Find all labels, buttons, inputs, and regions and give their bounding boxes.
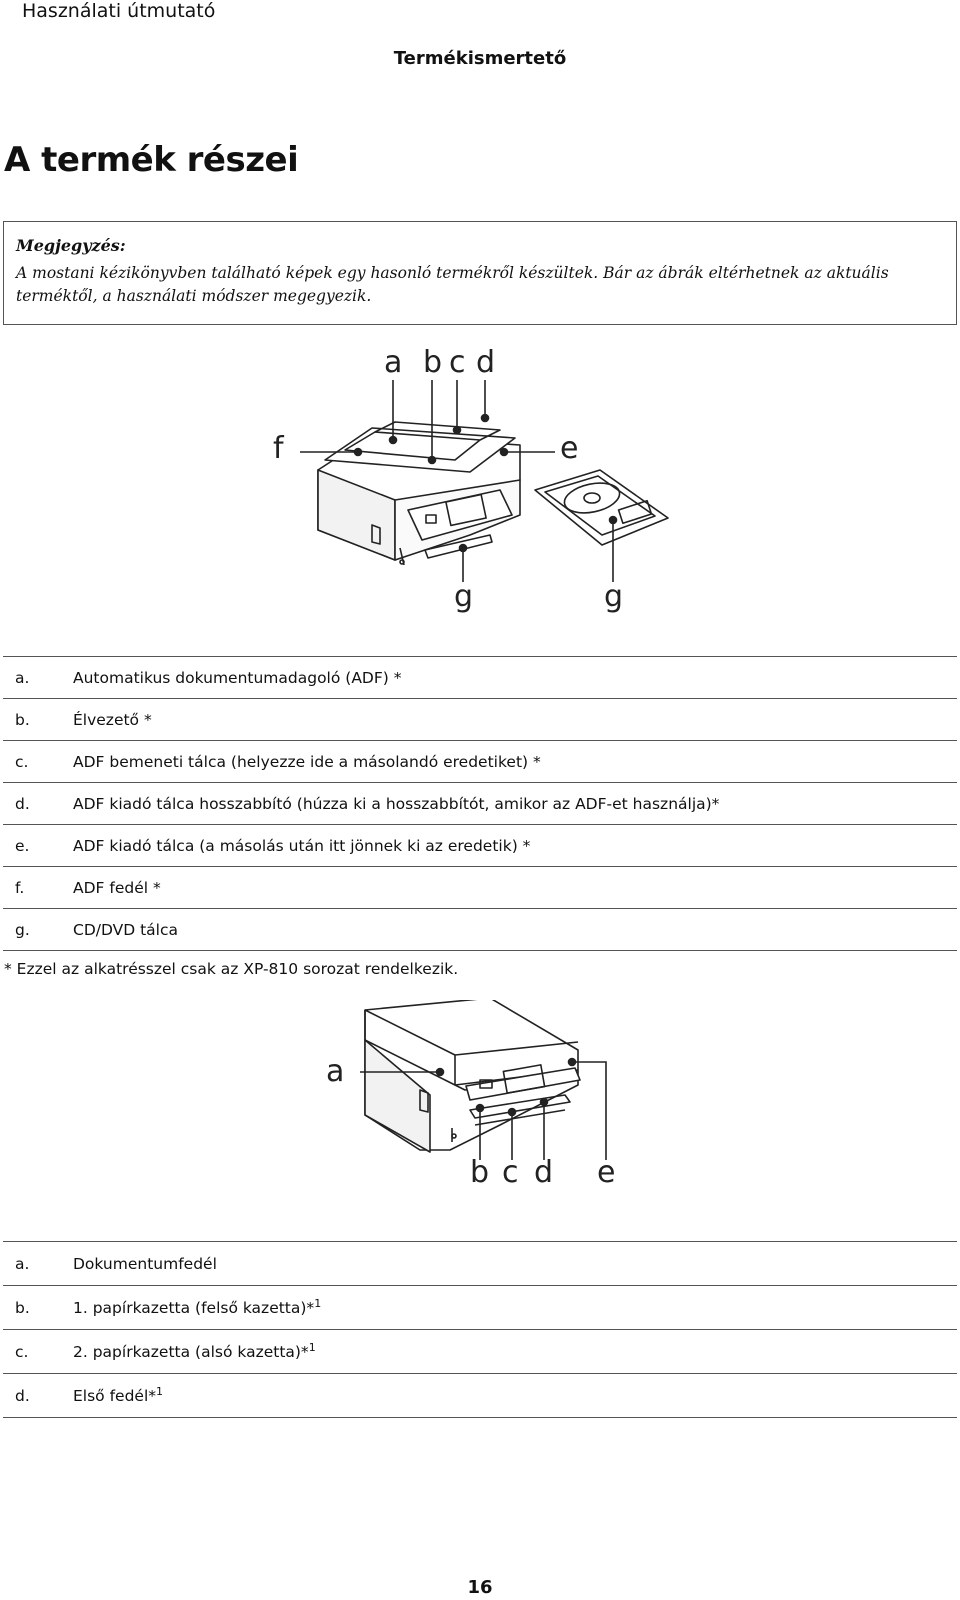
figure2-label-d: d [534, 1155, 554, 1190]
figure1-label-f: f [273, 431, 284, 466]
page-heading: A termék részei [4, 140, 299, 180]
figure1-label-g-printer: g [454, 579, 474, 614]
table-row: c.2. papírkazetta (alsó kazetta)*1 [3, 1329, 957, 1374]
row-letter: b. [3, 1285, 73, 1330]
row-letter: d. [3, 1373, 73, 1418]
figure2-label-c: c [502, 1155, 519, 1190]
section-title: Termékismertető [393, 48, 567, 69]
row-text: CD/DVD tálca [73, 908, 957, 951]
row-text: ADF fedél * [73, 866, 957, 909]
row-letter: a. [3, 1241, 73, 1286]
printer-figure-2: a b c d e [0, 1000, 960, 1220]
printer-with-adf-illustration [300, 380, 669, 582]
figure1-label-e: e [560, 431, 579, 466]
table-row: a.Automatikus dokumentumadagoló (ADF) * [3, 656, 957, 699]
figure2-label-b: b [470, 1155, 490, 1190]
row-letter: e. [3, 824, 73, 867]
row-letter: c. [3, 1329, 73, 1374]
note-title: Megjegyzés: [16, 236, 126, 255]
row-superscript: 1 [308, 1341, 316, 1355]
row-letter: f. [3, 866, 73, 909]
note-box: Megjegyzés: A mostani kézikönyvben talál… [3, 221, 957, 325]
figure1-label-a: a [384, 345, 403, 380]
table-row: c.ADF bemeneti tálca (helyezze ide a más… [3, 740, 957, 783]
note-body: A mostani kézikönyvben található képek e… [16, 264, 889, 305]
printer-figure-1: a b c d e f g g [0, 330, 960, 630]
row-text: 1. papírkazetta (felső kazetta)*1 [73, 1285, 957, 1330]
page-number: 16 [467, 1577, 493, 1598]
row-text-label: Dokumentumfedél [73, 1255, 217, 1274]
row-text: Automatikus dokumentumadagoló (ADF) * [73, 656, 957, 699]
row-text: 2. papírkazetta (alsó kazetta)*1 [73, 1329, 957, 1374]
row-letter: g. [3, 908, 73, 951]
table-row: b.1. papírkazetta (felső kazetta)*1 [3, 1285, 957, 1330]
row-letter: b. [3, 698, 73, 741]
table-row: e.ADF kiadó tálca (a másolás után itt jö… [3, 824, 957, 867]
figure1-label-g-tray: g [604, 579, 624, 614]
row-text-label: 2. papírkazetta (alsó kazetta)* [73, 1343, 309, 1362]
footnote: * Ezzel az alkatrésszel csak az XP-810 s… [4, 960, 459, 978]
row-text: ADF kiadó tálca hosszabbító (húzza ki a … [73, 782, 957, 825]
row-text-label: Első fedél* [73, 1387, 157, 1406]
row-superscript: 1 [156, 1385, 164, 1399]
table-row: g.CD/DVD tálca [3, 908, 957, 951]
figure1-label-d: d [476, 345, 496, 380]
document-header: Használati útmutató [22, 0, 216, 22]
row-letter: c. [3, 740, 73, 783]
table-row: b.Élvezető * [3, 698, 957, 741]
printer-front-illustration [360, 1000, 607, 1160]
row-superscript: 1 [314, 1297, 322, 1311]
row-text: ADF bemeneti tálca (helyezze ide a másol… [73, 740, 957, 783]
row-letter: d. [3, 782, 73, 825]
row-letter: a. [3, 656, 73, 699]
row-text: ADF kiadó tálca (a másolás után itt jönn… [73, 824, 957, 867]
table-row: d.Első fedél*1 [3, 1373, 957, 1418]
table-row: d.ADF kiadó tálca hosszabbító (húzza ki … [3, 782, 957, 825]
row-text-label: 1. papírkazetta (felső kazetta)* [73, 1299, 315, 1318]
parts-table-2: a.Dokumentumfedél b.1. papírkazetta (fel… [3, 1241, 957, 1418]
figure1-label-c: c [449, 345, 466, 380]
table-row: f.ADF fedél * [3, 866, 957, 909]
row-text: Első fedél*1 [73, 1373, 957, 1418]
figure2-label-a: a [326, 1054, 345, 1089]
figure2-label-e: e [597, 1155, 616, 1190]
table-row: a.Dokumentumfedél [3, 1241, 957, 1286]
parts-table-1: a.Automatikus dokumentumadagoló (ADF) * … [3, 656, 957, 951]
figure1-label-b: b [423, 345, 443, 380]
row-text: Élvezető * [73, 698, 957, 741]
row-text: Dokumentumfedél [73, 1241, 957, 1286]
